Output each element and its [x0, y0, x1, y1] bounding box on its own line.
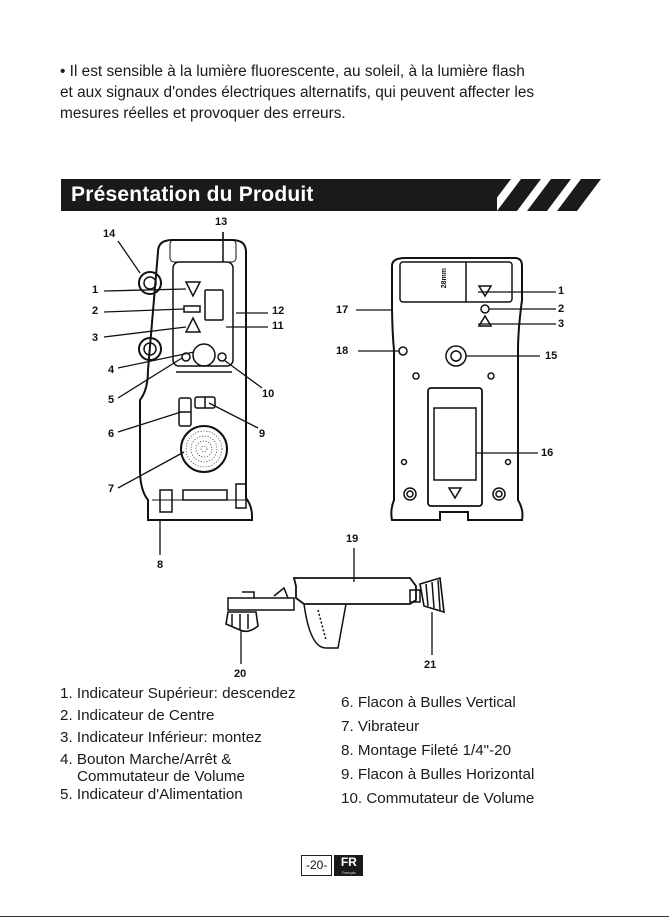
callout-10: 10: [262, 388, 275, 400]
callout-9: 9: [259, 428, 266, 440]
bottom-rule: [0, 916, 669, 917]
callout-11: 11: [272, 320, 284, 332]
intro-paragraph: • Il est sensible à la lumière fluoresce…: [60, 61, 620, 124]
back-leader-lines: [356, 291, 556, 454]
callout-2: 2: [92, 305, 99, 317]
callout-5: 5: [108, 394, 115, 406]
callout-21: 21: [424, 659, 437, 671]
callout-back-3: 3: [558, 318, 565, 330]
front-leader-lines: [103, 232, 268, 555]
clamp: [225, 576, 445, 649]
callout-15: 15: [545, 350, 558, 362]
callout-18: 18: [336, 345, 349, 357]
legend-item: 4. Bouton Marche/Arrêt &: [60, 751, 232, 768]
legend-item: 10. Commutateur de Volume: [341, 790, 535, 807]
legend-item: 3. Indicateur Inférieur: montez: [60, 729, 262, 746]
page-number: -20-: [301, 855, 333, 876]
banner-background: [61, 179, 601, 211]
callout-3: 3: [92, 332, 99, 344]
intro-line: • Il est sensible à la lumière fluoresce…: [60, 63, 525, 80]
legend-left-column: 1. Indicateur Supérieur: descendez 2. In…: [60, 683, 296, 806]
legend-item: 1. Indicateur Supérieur: descendez: [60, 685, 296, 702]
intro-line: et aux signaux d'ondes électriques alter…: [60, 84, 535, 101]
clamp-leader-lines: [240, 548, 433, 664]
callout-12: 12: [272, 305, 285, 317]
legend-item: 7. Vibrateur: [341, 718, 420, 735]
mark-28mm-label: 28mm: [441, 268, 448, 289]
receiver-front: [138, 232, 253, 521]
callout-4: 4: [108, 364, 115, 376]
callout-back-1: 1: [558, 285, 565, 297]
legend-item: 2. Indicateur de Centre: [60, 707, 215, 724]
language-badge: FR Français: [334, 855, 364, 876]
callout-8: 8: [157, 559, 164, 571]
callout-7: 7: [108, 483, 115, 495]
callout-17: 17: [336, 304, 349, 316]
section-title: Présentation du Produit: [71, 183, 314, 206]
section-banner: Présentation du Produit: [61, 179, 607, 211]
callout-13: 13: [215, 216, 228, 228]
legend-right-column: 6. Flacon à Bulles Vertical 7. Vibrateur…: [341, 692, 534, 810]
page-footer: -20- FR Français: [301, 855, 364, 876]
legend-item-continuation: Commutateur de Volume: [77, 768, 245, 785]
callout-back-2: 2: [558, 303, 565, 315]
callout-1: 1: [92, 284, 99, 296]
bullet: •: [60, 63, 66, 80]
language-name: Français: [342, 871, 356, 875]
product-illustration: [103, 232, 556, 664]
legend-item: 6. Flacon à Bulles Vertical: [341, 694, 516, 711]
legend-item: 8. Montage Fileté 1/4"-20: [341, 742, 512, 759]
callout-6: 6: [108, 428, 115, 440]
callout-19: 19: [346, 533, 359, 545]
legend-item: 9. Flacon à Bulles Horizontal: [341, 766, 535, 783]
callout-16: 16: [541, 447, 554, 459]
callout-14: 14: [103, 228, 116, 240]
callout-20: 20: [234, 668, 247, 680]
language-code: FR: [340, 855, 357, 869]
legend-item: 5. Indicateur d'Alimentation: [60, 786, 243, 803]
receiver-back: [390, 257, 524, 521]
intro-line: mesures réelles et provoquer des erreurs…: [60, 105, 346, 122]
